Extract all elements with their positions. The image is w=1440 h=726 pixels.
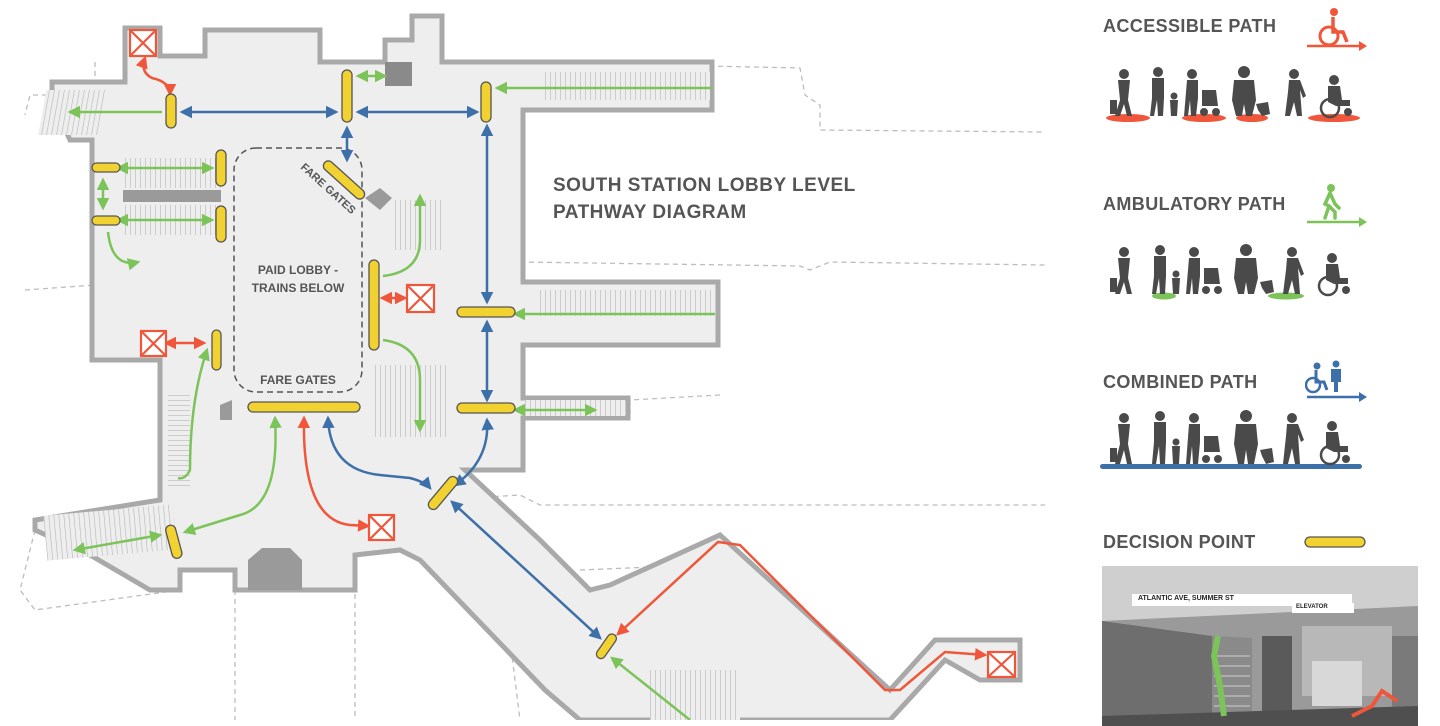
- decision-points: [91, 69, 618, 660]
- ambulatory-path: [610, 656, 691, 720]
- decision-point: [215, 205, 227, 243]
- decision-point: [165, 93, 177, 129]
- elevators: [128, 28, 1017, 679]
- elevator-icon: [139, 329, 168, 358]
- combined-path: [450, 500, 602, 640]
- elevator-icon: [986, 650, 1017, 679]
- decision-point: [91, 215, 121, 226]
- diagram-title-line-1: SOUTH STATION LOBBY LEVEL: [553, 175, 856, 196]
- accessible-people-silhouettes: [1106, 66, 1360, 122]
- paid-lobby-label-2: TRAINS BELOW: [252, 281, 345, 295]
- ambulatory-path: [72, 530, 163, 555]
- photo-elevator-text: ELEVATOR: [1296, 604, 1328, 610]
- legend-combined-label: COMBINED PATH: [1103, 372, 1258, 392]
- decision-point: [480, 81, 492, 123]
- ambulatory-path: [382, 193, 427, 278]
- ambulatory-path: [106, 231, 141, 271]
- decision-point: [215, 149, 227, 187]
- decision-point-icon: [1304, 536, 1366, 548]
- ambulatory-path: [182, 415, 282, 536]
- accessible-path: [135, 55, 177, 97]
- decision-point: [341, 69, 353, 123]
- paid-lobby-area: [233, 147, 363, 393]
- ambulatory-people-silhouettes: [1110, 244, 1350, 300]
- accessible-paths: [135, 55, 988, 692]
- elevator-icon: [367, 513, 396, 542]
- elevator-icon: [405, 283, 436, 314]
- legend-accessible-label: ACCESSIBLE PATH: [1103, 16, 1277, 36]
- station-photo-image: [1102, 566, 1418, 726]
- structural-blocks: [123, 62, 412, 590]
- photo-sign-text: ATLANTIC AVE, SUMMER ST: [1138, 595, 1234, 602]
- elevator-icon: [128, 28, 158, 58]
- decision-point: [456, 306, 516, 318]
- combined-people-silhouettes: [1100, 410, 1362, 469]
- decision-point: [595, 633, 618, 660]
- decision-point: [165, 524, 183, 560]
- wheelchair-and-person-icon: [1305, 360, 1367, 402]
- decision-point: [368, 259, 380, 351]
- station-photo: ATLANTIC AVE, SUMMER ST ELEVATOR: [1102, 566, 1418, 726]
- ambulatory-paths: [67, 69, 715, 720]
- lobby-floor: [32, 13, 1023, 720]
- fare-gates-label-bottom: FARE GATES: [260, 373, 336, 387]
- combined-path: [452, 417, 494, 487]
- decision-point: [91, 162, 121, 173]
- diagram-title-line-2: PATHWAY DIAGRAM: [553, 202, 747, 223]
- accessible-path: [297, 415, 371, 532]
- wheelchair-icon: [1307, 8, 1367, 51]
- decision-point: [247, 401, 361, 413]
- decision-point: [427, 475, 459, 511]
- walking-person-icon: [1307, 184, 1367, 227]
- diagram-title: SOUTH STATION LOBBY LEVEL PATHWAY DIAGRA…: [553, 172, 856, 226]
- accessible-path: [616, 540, 988, 692]
- decision-point: [456, 402, 516, 414]
- decision-point: [211, 329, 222, 371]
- paid-lobby-label-1: PAID LOBBY -: [258, 263, 338, 277]
- legend-ambulatory-label: AMBULATORY PATH: [1103, 194, 1286, 214]
- ambulatory-path: [382, 338, 427, 433]
- decision-point: [322, 160, 366, 200]
- legend-decision-label: DECISION POINT: [1103, 532, 1256, 552]
